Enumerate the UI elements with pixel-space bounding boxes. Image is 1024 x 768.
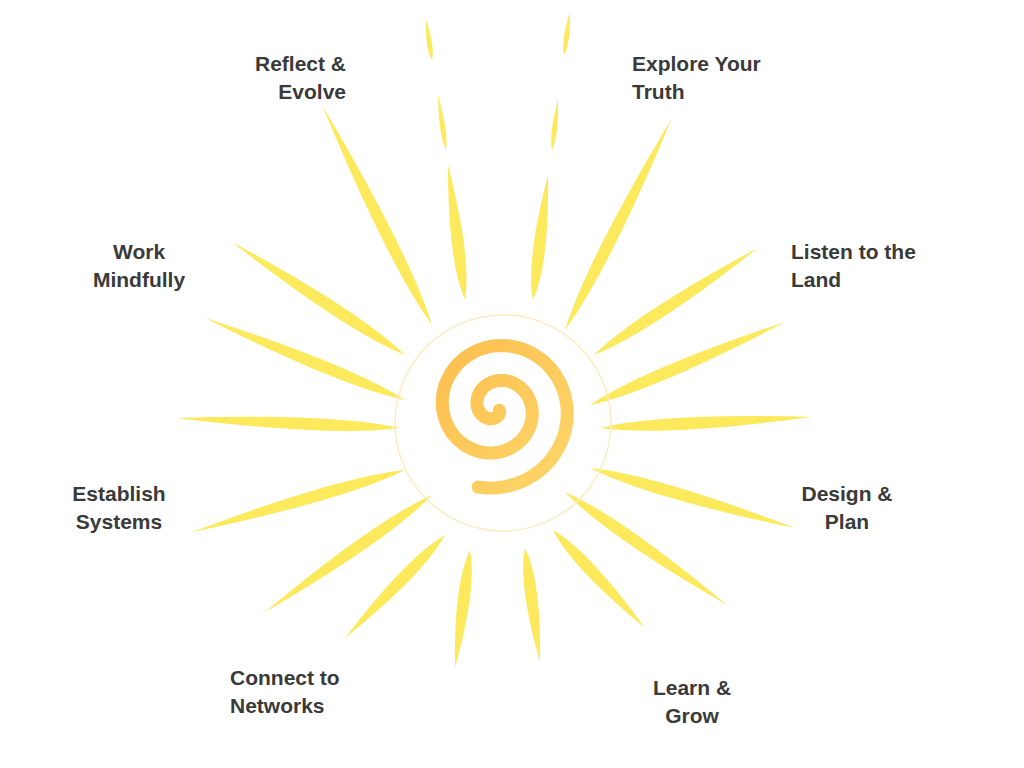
step-label: Design & Plan: [794, 480, 900, 536]
sun-ray: [438, 95, 446, 150]
sun-ray: [600, 416, 812, 431]
step-label: Reflect & Evolve: [224, 50, 346, 106]
sun-ray: [448, 165, 467, 300]
sun-ray: [565, 118, 672, 330]
sun-ray: [232, 242, 405, 355]
sun-ray: [176, 417, 400, 431]
sun-ray: [594, 248, 758, 355]
sun-ray: [553, 530, 645, 628]
sun-ray: [426, 20, 433, 60]
sun-ray: [590, 468, 795, 528]
center-spiral: [442, 346, 567, 489]
sun-ray: [523, 548, 540, 662]
sun-ray: [265, 495, 432, 612]
sun-ray: [563, 12, 570, 55]
sun-rays: [176, 12, 812, 668]
step-label: Connect to Networks: [230, 664, 368, 720]
step-label: Work Mindfully: [80, 238, 198, 294]
sun-ray: [590, 322, 785, 405]
step-label: Establish Systems: [56, 480, 182, 536]
sun-ray: [551, 100, 558, 150]
sun-ray: [192, 470, 405, 532]
sun-ray: [322, 105, 432, 325]
step-label: Learn & Grow: [640, 674, 744, 730]
sun-ray: [455, 550, 472, 668]
sun-ray: [531, 175, 548, 300]
step-label: Explore Your Truth: [632, 50, 792, 106]
step-label: Listen to the Land: [791, 238, 943, 294]
sun-ray: [565, 492, 727, 605]
sun-disc: [395, 315, 611, 531]
